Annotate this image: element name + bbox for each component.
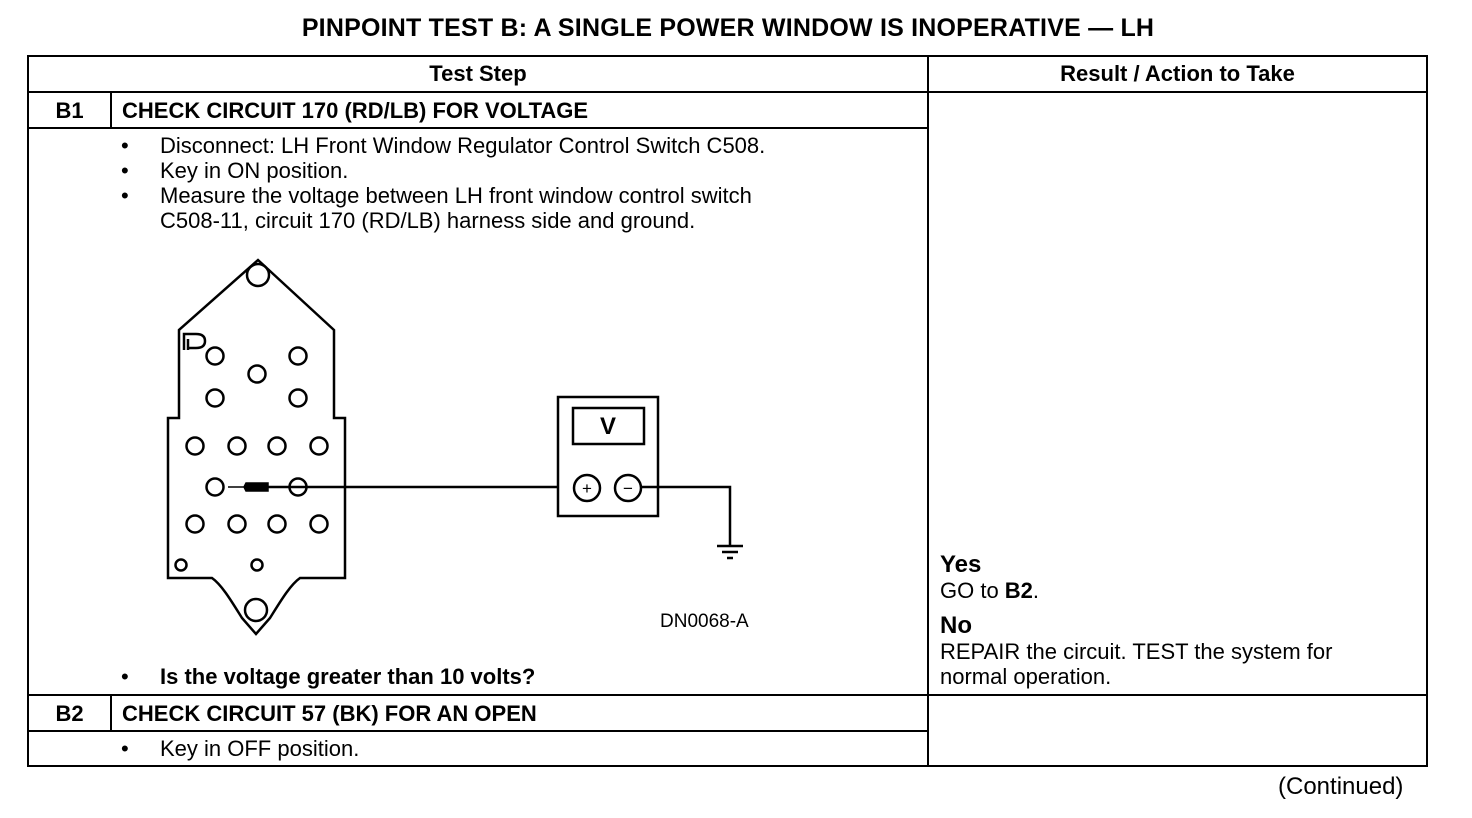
b1-bullet-3-continued: C508-11, circuit 170 (RD/LB) harness sid… <box>160 208 696 233</box>
connector-cavity-small <box>250 558 264 572</box>
page-title: PINPOINT TEST B: A SINGLE POWER WINDOW I… <box>301 14 1155 42</box>
step-title-b1: CHECK CIRCUIT 170 (RD/LB) FOR VOLTAGE <box>122 98 589 123</box>
b1-title-divider <box>27 127 927 129</box>
b1-bullet-1-text: Disconnect: LH Front Window Regulator Co… <box>160 133 766 158</box>
connector-cavity <box>205 477 225 497</box>
result-yes-action: GO to B2. <box>940 578 1039 603</box>
connector-cavity-small <box>174 558 188 572</box>
pin-1-marker <box>182 332 207 350</box>
bullet-marker: • <box>121 736 129 761</box>
connector-cavity <box>288 388 308 408</box>
result-yes-suffix: . <box>1032 578 1040 603</box>
connector-latch-hole-top <box>245 262 271 288</box>
ground-lead-wire <box>641 485 732 545</box>
connector-cavity <box>267 436 287 456</box>
voltmeter-label: V <box>600 413 616 440</box>
b1-b2-divider <box>27 694 1428 696</box>
b2-id-divider <box>110 694 112 730</box>
connector-cavity <box>227 436 247 456</box>
result-no-action-line2: normal operation. <box>940 664 1112 689</box>
connector-cavity <box>288 346 308 366</box>
connector-cavity <box>205 388 225 408</box>
step-id-b1: B1 <box>55 98 84 123</box>
connector-latch-hole-bottom <box>243 597 269 623</box>
connector-cavity <box>309 514 329 534</box>
connector-cavity <box>185 514 205 534</box>
bullet-marker: • <box>121 183 129 208</box>
result-yes-link-b2: B2 <box>1004 578 1033 603</box>
step-id-b2: B2 <box>55 701 84 726</box>
pinpoint-test-table <box>27 55 1428 767</box>
voltmeter-connector-diagram: V + − DN0068-A <box>166 258 749 636</box>
result-no-label: No <box>940 612 972 639</box>
voltmeter-positive-terminal <box>572 473 602 503</box>
bullet-marker: • <box>121 664 129 689</box>
result-yes-label: Yes <box>940 551 982 578</box>
b1-bullet-2-text: Key in ON position. <box>160 158 349 183</box>
figure-id: DN0068-A <box>660 611 749 632</box>
connector-cavity <box>227 514 247 534</box>
b1-bullet-3: • Measure the voltage between LH front w… <box>121 183 752 208</box>
probe-tip <box>228 482 269 492</box>
connector-cavity <box>309 436 329 456</box>
connector-outline <box>166 258 347 636</box>
connector-cavity <box>247 364 267 384</box>
result-no-action-line1: REPAIR the circuit. TEST the system for <box>940 639 1333 664</box>
result-yes-prefix: GO to <box>940 578 1005 603</box>
b2-bullet-1-text: Key in OFF position. <box>160 736 360 761</box>
b1-bullet-1: • Disconnect: LH Front Window Regulator … <box>121 133 766 158</box>
continued-note: (Continued) <box>1278 773 1404 800</box>
bullet-marker: • <box>121 133 129 158</box>
b1-bullet-2: • Key in ON position. <box>121 158 349 183</box>
voltmeter-display <box>571 406 646 446</box>
result-column-divider <box>927 55 929 767</box>
b2-title-divider <box>27 730 927 732</box>
step-title-b2: CHECK CIRCUIT 57 (BK) FOR AN OPEN <box>122 701 537 726</box>
b1-question-text: Is the voltage greater than 10 volts? <box>160 664 536 689</box>
b2-bullet-1: • Key in OFF position. <box>121 736 360 761</box>
ground-icon <box>717 544 743 560</box>
column-header-result: Result / Action to Take <box>1060 61 1295 86</box>
header-divider <box>27 91 1428 93</box>
column-header-test-step: Test Step <box>429 61 527 86</box>
negative-terminal-symbol: − <box>623 479 633 498</box>
connector-cavity <box>267 514 287 534</box>
connector-cavity <box>205 346 225 366</box>
positive-terminal-symbol: + <box>582 479 592 498</box>
b1-id-divider <box>110 91 112 127</box>
bullet-marker: • <box>121 158 129 183</box>
b1-question: • Is the voltage greater than 10 volts? <box>121 664 536 689</box>
connector-cavity <box>185 436 205 456</box>
b1-bullet-3-text: Measure the voltage between LH front win… <box>160 183 752 208</box>
